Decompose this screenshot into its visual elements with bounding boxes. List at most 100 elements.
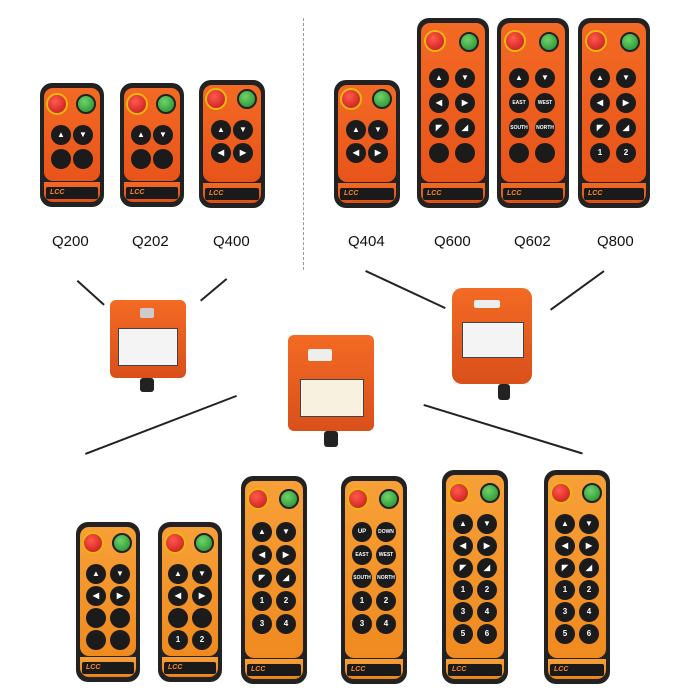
number-button: 4 [579, 602, 599, 622]
brand-logo: LCC [126, 187, 178, 199]
right-arrow-icon: ▶ [579, 536, 599, 556]
remote-bottom-3: ▲ ▼ ◀ ▶ ◤ ◢ 1 2 3 4 LCC [241, 476, 307, 684]
right-arrow-icon: ▶ [616, 93, 636, 113]
up-left-arrow-icon: ◤ [453, 558, 473, 578]
brand-logo: LCC [82, 662, 134, 674]
emergency-stop-icon [504, 30, 526, 52]
blank-button [153, 149, 173, 169]
power-button-icon [372, 89, 392, 109]
down-arrow-icon: ▼ [535, 68, 555, 88]
emergency-stop-icon [164, 532, 186, 554]
left-arrow-icon: ◀ [252, 545, 272, 565]
number-button: 1 [252, 591, 272, 611]
blank-button [86, 630, 106, 650]
down-right-arrow-icon: ◢ [477, 558, 497, 578]
left-arrow-icon: ◀ [168, 586, 188, 606]
up-arrow-icon: ▲ [86, 564, 106, 584]
right-arrow-icon: ▶ [477, 536, 497, 556]
connector-line [423, 404, 583, 454]
down-arrow-icon: ▼ [192, 564, 212, 584]
power-button-icon [539, 32, 559, 52]
north-button: NORTH [535, 118, 555, 138]
up-arrow-icon: ▲ [590, 68, 610, 88]
emergency-stop-icon [82, 532, 104, 554]
power-button-icon [76, 94, 96, 114]
power-button-icon [379, 489, 399, 509]
right-arrow-icon: ▶ [192, 586, 212, 606]
blank-button [535, 143, 555, 163]
emergency-stop-icon [347, 488, 369, 510]
down-arrow-icon: ▼ [73, 125, 93, 145]
number-button: 2 [276, 591, 296, 611]
east-button: EAST [509, 93, 529, 113]
up-left-arrow-icon: ◤ [555, 558, 575, 578]
emergency-stop-icon [340, 88, 362, 110]
power-button-icon [582, 483, 602, 503]
power-button-icon [112, 533, 132, 553]
number-button: 1 [453, 580, 473, 600]
model-label-q404: Q404 [348, 233, 385, 250]
receiver-left [110, 300, 186, 392]
remote-q202: ▲ ▼ LCC [120, 83, 184, 207]
down-arrow-icon: ▼ [153, 125, 173, 145]
blank-button [131, 149, 151, 169]
number-button: 2 [579, 580, 599, 600]
connector-line [550, 270, 605, 311]
up-arrow-icon: ▲ [211, 120, 231, 140]
east-button: EAST [352, 545, 372, 565]
brand-logo: LCC [46, 187, 98, 199]
number-button: 5 [555, 624, 575, 644]
left-arrow-icon: ◀ [211, 143, 231, 163]
down-arrow-icon: ▼ [477, 514, 497, 534]
blank-button [509, 143, 529, 163]
model-label-q202: Q202 [132, 233, 169, 250]
up-arrow-icon: ▲ [252, 522, 272, 542]
down-arrow-icon: ▼ [276, 522, 296, 542]
number-button: 2 [192, 630, 212, 650]
model-label-q200: Q200 [52, 233, 89, 250]
emergency-stop-icon [550, 482, 572, 504]
left-arrow-icon: ◀ [453, 536, 473, 556]
blank-button [73, 149, 93, 169]
up-left-arrow-icon: ◤ [252, 568, 272, 588]
remote-q200: ▲ ▼ LCC [40, 83, 104, 207]
blank-button [192, 608, 212, 628]
number-button: 3 [252, 614, 272, 634]
blank-button [429, 143, 449, 163]
remote-bottom-1: ▲ ▼ ◀ ▶ LCC [76, 522, 140, 682]
remote-bottom-4: UP DOWN EAST WEST SOUTH NORTH 1 2 3 4 LC… [341, 476, 407, 684]
number-button: 5 [453, 624, 473, 644]
up-button: UP [352, 522, 372, 542]
blank-button [168, 608, 188, 628]
down-right-arrow-icon: ◢ [579, 558, 599, 578]
number-button: 6 [477, 624, 497, 644]
down-arrow-icon: ▼ [579, 514, 599, 534]
model-label-q400: Q400 [213, 233, 250, 250]
power-button-icon [480, 483, 500, 503]
emergency-stop-icon [126, 93, 148, 115]
model-label-q602: Q602 [514, 233, 551, 250]
up-arrow-icon: ▲ [346, 120, 366, 140]
brand-logo: LCC [503, 188, 563, 200]
north-button: NORTH [376, 568, 396, 588]
number-button: 3 [352, 614, 372, 634]
left-arrow-icon: ◀ [346, 143, 366, 163]
up-arrow-icon: ▲ [509, 68, 529, 88]
up-arrow-icon: ▲ [453, 514, 473, 534]
emergency-stop-icon [585, 30, 607, 52]
power-button-icon [620, 32, 640, 52]
number-button: 2 [376, 591, 396, 611]
remote-bottom-2: ▲ ▼ ◀ ▶ 1 2 LCC [158, 522, 222, 682]
up-arrow-icon: ▲ [131, 125, 151, 145]
brand-logo: LCC [550, 664, 604, 676]
right-arrow-icon: ▶ [233, 143, 253, 163]
number-button: 6 [579, 624, 599, 644]
down-arrow-icon: ▼ [233, 120, 253, 140]
model-label-q600: Q600 [434, 233, 471, 250]
connector-line [365, 270, 446, 309]
remote-q800: ▲ ▼ ◀ ▶ ◤ ◢ 1 2 LCC [578, 18, 650, 208]
power-button-icon [156, 94, 176, 114]
south-button: SOUTH [509, 118, 529, 138]
down-arrow-icon: ▼ [110, 564, 130, 584]
remote-q400: ▲ ▼ ◀ ▶ LCC [199, 80, 265, 208]
